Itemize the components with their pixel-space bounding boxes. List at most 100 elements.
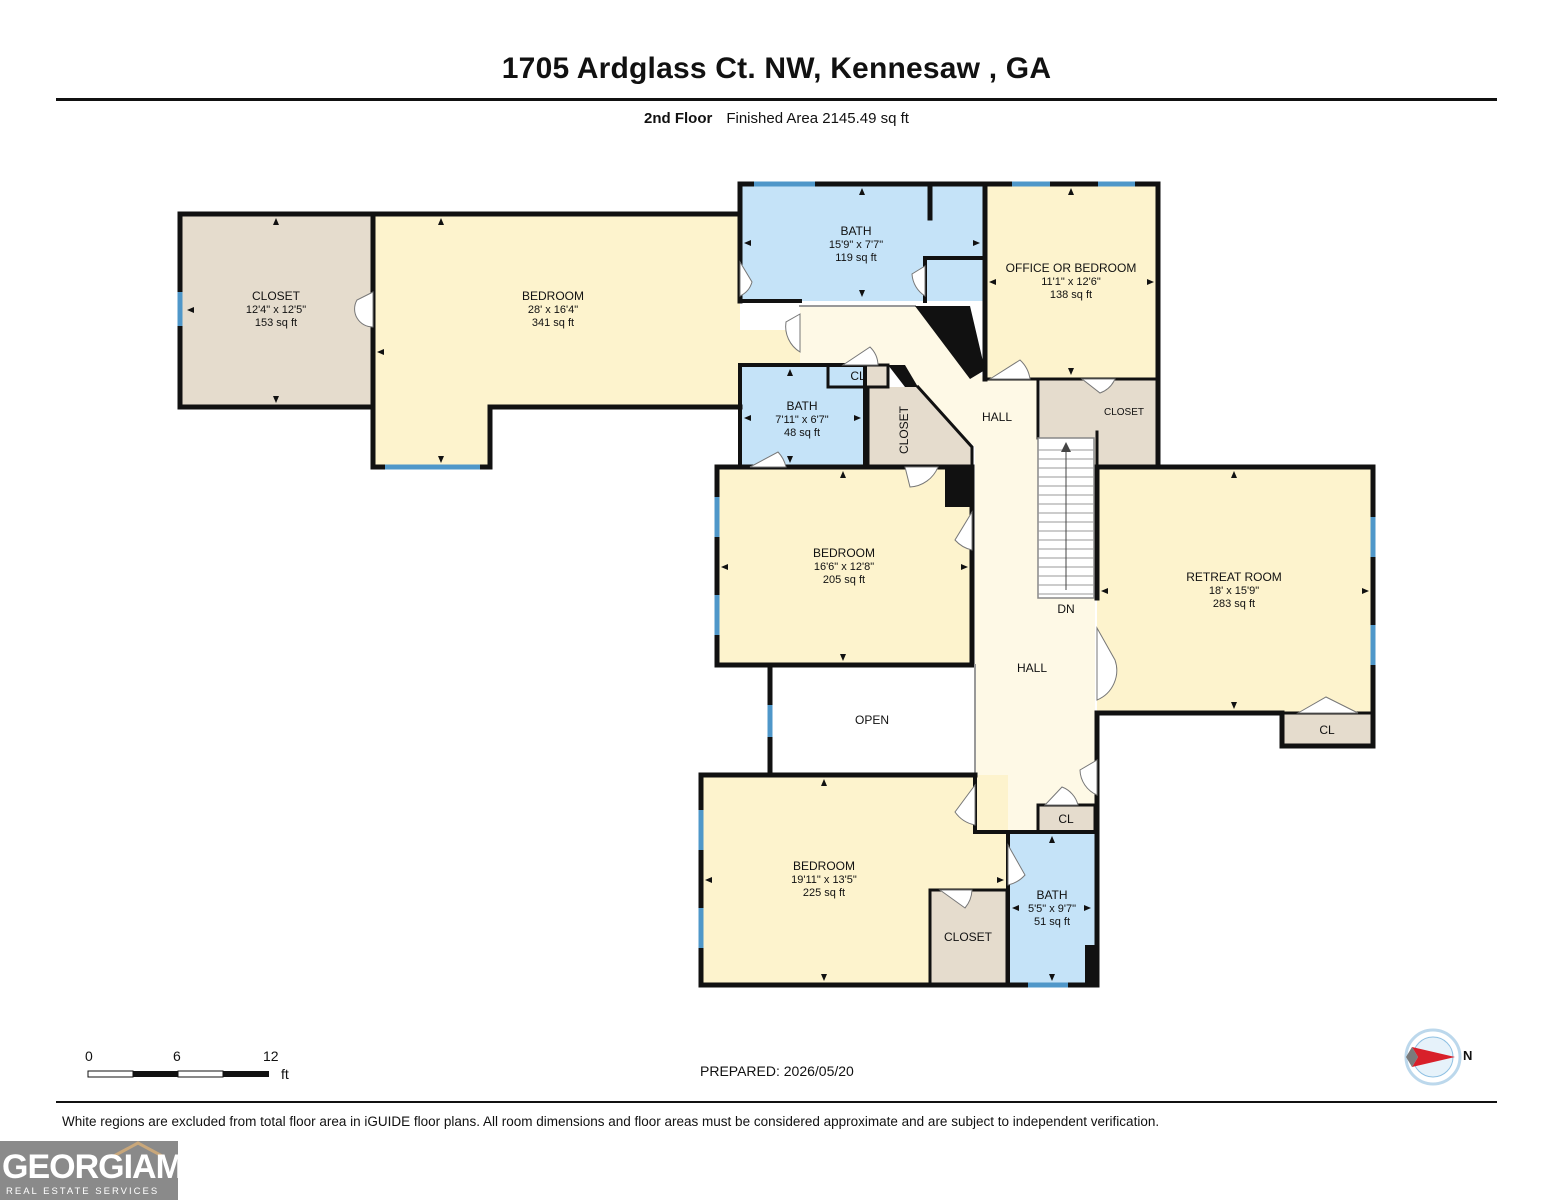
- dimension-arrow-icon: [787, 369, 793, 376]
- dimension-arrow-icon: [1231, 702, 1237, 709]
- dimension-arrow-icon: [705, 877, 712, 883]
- bedroom-2-dims: 16'6" x 12'8": [814, 561, 874, 573]
- dimension-arrow-icon: [377, 349, 384, 355]
- bath-3-area: 51 sq ft: [1034, 916, 1070, 928]
- dimension-arrow-icon: [989, 279, 996, 285]
- dimension-arrow-icon: [859, 290, 865, 297]
- scale-tick-12: 12: [263, 1048, 279, 1064]
- dimension-arrow-icon: [859, 188, 865, 195]
- bedroom-2-area: 205 sq ft: [823, 574, 865, 586]
- closet-2-fill: [868, 387, 972, 467]
- door-swing-8: [749, 451, 787, 468]
- bedroom-main-fill: [373, 214, 800, 467]
- doors: [354, 260, 1359, 909]
- bath-3-fill: [1008, 832, 1095, 985]
- pillar: [915, 306, 985, 379]
- compass-north-label: N: [1463, 1048, 1473, 1063]
- dimension-arrow-icon: [854, 415, 861, 421]
- bath-2-fill: [740, 365, 865, 467]
- dimension-arrow-icon: [721, 564, 728, 570]
- georgia-mls-logo: GEORGIAMLS REAL ESTATE SERVICES: [0, 1141, 225, 1200]
- dimension-arrow-icon: [273, 396, 279, 403]
- dimension-arrow-icon: [1147, 279, 1154, 285]
- dimension-arrow-icon: [973, 240, 980, 246]
- dimension-arrow-icon: [1231, 471, 1237, 478]
- stairs-label: DN: [1057, 602, 1074, 616]
- dimension-arrow-icon: [1012, 905, 1019, 911]
- dimension-arrow-icon: [744, 415, 751, 421]
- finished-area: Finished Area 2145.49 sq ft: [726, 110, 909, 127]
- floor-label: 2nd Floor: [644, 110, 713, 127]
- dimension-arrow-icon: [1101, 588, 1108, 594]
- bath-2-area: 48 sq ft: [784, 427, 820, 439]
- cl-2-fill: [1282, 713, 1373, 746]
- door-swing-9: [904, 466, 939, 488]
- dimension-arrow-icon: [744, 240, 751, 246]
- scale-seg-4: [223, 1071, 269, 1077]
- stairs: [1037, 437, 1095, 599]
- pillar-2: [945, 469, 972, 507]
- door-swing-7: [1080, 378, 1116, 394]
- door-swing: [354, 291, 374, 328]
- dimension-arrow-icon: [821, 974, 827, 981]
- dimension-arrow-icon: [787, 456, 793, 463]
- bath-2-dims: 7'11" x 6'7": [775, 414, 828, 426]
- closet-main-name: CLOSET: [252, 289, 301, 303]
- pillar-4: [888, 365, 918, 387]
- retreat-dims: 18' x 15'9": [1209, 585, 1259, 597]
- door-swing-15: [954, 783, 976, 826]
- office-fill: [985, 184, 1158, 379]
- bedroom-3-area: 225 sq ft: [803, 887, 845, 899]
- bedroom-main-wall-2: [370, 211, 743, 470]
- bedroom-main-name: BEDROOM: [522, 289, 584, 303]
- logo-text: GEORGIAMLS: [2, 1148, 225, 1186]
- door-swing-12: [1296, 696, 1359, 714]
- door-swing-3: [785, 313, 801, 353]
- bath-3-name: BATH: [1036, 888, 1067, 902]
- retreat-name: RETREAT ROOM: [1186, 570, 1282, 584]
- bedroom-2-name: BEDROOM: [813, 546, 875, 560]
- dimension-arrow-icon: [1049, 974, 1055, 981]
- cl-2-name: CL: [1319, 723, 1335, 737]
- dimension-arrow-icon: [187, 307, 194, 313]
- walls: [177, 181, 1376, 988]
- scale-seg-2: [133, 1071, 178, 1077]
- hall-upper-name: HALL: [982, 410, 1012, 424]
- disclaimer: White regions are excluded from total fl…: [62, 1114, 1160, 1129]
- door-swing-14: [1043, 786, 1079, 806]
- dimension-arrow-icon: [961, 564, 968, 570]
- dimension-arrow-icon: [1068, 368, 1074, 375]
- logo-subtext: REAL ESTATE SERVICES: [6, 1186, 160, 1197]
- cl-3-fill: [1038, 805, 1095, 832]
- closet-main-fill: [180, 214, 373, 407]
- prepared-date: PREPARED: 2026/05/20: [700, 1063, 854, 1079]
- dimension-arrow-icon: [438, 456, 444, 463]
- bath-2-name: BATH: [786, 399, 817, 413]
- door-swing-6: [988, 359, 1031, 380]
- compass: [1404, 1028, 1462, 1086]
- scale-bar: [87, 1070, 269, 1078]
- door-swing-16: [1007, 843, 1026, 886]
- bath-3-dims: 5'5" x 9'7": [1028, 903, 1076, 915]
- closet-main-area: 153 sq ft: [255, 317, 297, 329]
- logo-roof-icon: [111, 1141, 165, 1159]
- bedroom-3-name: BEDROOM: [793, 859, 855, 873]
- door-swing-10: [954, 510, 973, 551]
- door-swing-13: [1079, 759, 1098, 796]
- stairs-arrow-head: [1061, 442, 1071, 452]
- bedroom-3-dims: 19'11" x 13'5": [791, 874, 857, 886]
- bath-main-area: 119 sq ft: [835, 252, 876, 264]
- door-swing-17: [938, 889, 973, 909]
- bath-main-name: BATH: [840, 224, 871, 238]
- dimension-arrow-icon: [821, 779, 827, 786]
- closet-4-name: CLOSET: [944, 930, 993, 944]
- footer-rule: [56, 1101, 1497, 1103]
- bath-main-fill: [740, 184, 985, 301]
- page-title: 1705 Ardglass Ct. NW, Kennesaw , GA: [501, 52, 1052, 85]
- pillar-3: [1085, 945, 1097, 985]
- dimension-arrow-icon: [840, 471, 846, 478]
- dimension-arrow-icon: [1084, 905, 1091, 911]
- dimension-arrow-icon: [273, 218, 279, 225]
- windows: [177, 181, 1376, 988]
- bedroom-3-wall: [698, 772, 1100, 988]
